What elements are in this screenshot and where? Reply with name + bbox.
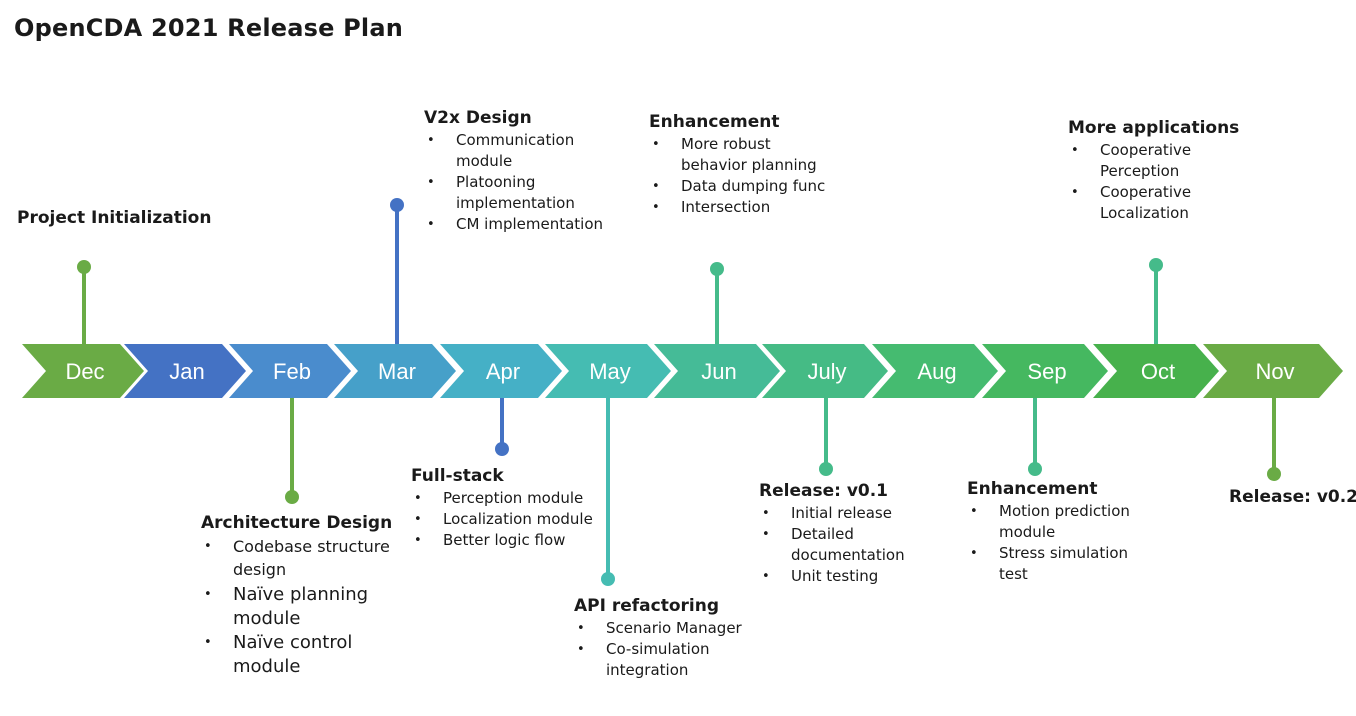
month-label-nov: Nov xyxy=(1255,359,1294,384)
month-label-aug: Aug xyxy=(917,359,956,384)
event-item: Initial release xyxy=(759,503,929,524)
event-items: Cooperative Perception Cooperative Local… xyxy=(1068,140,1258,224)
chevron-oct xyxy=(1093,344,1219,398)
event-item: Platooning implementation xyxy=(424,172,624,214)
chevron-apr xyxy=(440,344,562,398)
event-title: API refactoring xyxy=(574,596,720,616)
month-label-jan: Jan xyxy=(169,359,204,384)
month-label-oct: Oct xyxy=(1141,359,1175,384)
event-enhancement-sep: Enhancement Motion prediction module Str… xyxy=(967,479,1152,585)
month-label-sep: Sep xyxy=(1027,359,1066,384)
event-item: Scenario Manager xyxy=(574,618,754,639)
event-items: More robust behavior planning Data dumpi… xyxy=(649,134,839,218)
stem-jul-dot xyxy=(819,462,833,476)
stem-jun-dot xyxy=(710,262,724,276)
event-item: Naïve control module xyxy=(201,631,401,679)
event-full-stack: Full-stack Perception module Localizatio… xyxy=(411,466,621,551)
stem-feb-dot xyxy=(285,490,299,504)
chevron-nov xyxy=(1203,344,1343,398)
event-item: Co-simulation integration xyxy=(574,639,754,681)
event-item: Codebase structure design xyxy=(201,535,401,581)
month-label-apr: Apr xyxy=(486,359,520,384)
event-items: Scenario Manager Co-simulation integrati… xyxy=(574,618,754,681)
event-title: Release: v0.1 xyxy=(759,481,889,501)
page-title: OpenCDA 2021 Release Plan xyxy=(14,14,404,42)
event-title: Release: v0.2 xyxy=(1229,487,1356,507)
chevron-jun xyxy=(654,344,780,398)
event-title: Architecture Design xyxy=(201,513,393,533)
event-release-v02: Release: v0.2 xyxy=(1229,487,1356,509)
event-item: Localization module xyxy=(411,509,621,530)
chevron-jan xyxy=(124,344,246,398)
chevron-feb xyxy=(229,344,351,398)
event-item: Cooperative Perception xyxy=(1068,140,1258,182)
event-item: Communication module xyxy=(424,130,624,172)
event-items: Initial release Detailed documentation U… xyxy=(759,503,929,587)
event-architecture-design: Architecture Design Codebase structure d… xyxy=(201,513,401,679)
stem-may-dot xyxy=(601,572,615,586)
event-item: Stress simulation test xyxy=(967,543,1152,585)
event-item: Naïve planning module xyxy=(201,583,401,631)
stem-apr-dot xyxy=(495,442,509,456)
event-item: Cooperative Localization xyxy=(1068,182,1258,224)
event-item: Data dumping func xyxy=(649,176,839,197)
stem-oct-dot xyxy=(1149,258,1163,272)
event-title: Project Initialization xyxy=(17,208,212,228)
event-items: Motion prediction module Stress simulati… xyxy=(967,501,1152,585)
event-item: Intersection xyxy=(649,197,839,218)
event-item: More robust behavior planning xyxy=(649,134,839,176)
event-title: Enhancement xyxy=(649,112,780,132)
event-title: Enhancement xyxy=(967,479,1098,499)
event-title: V2x Design xyxy=(424,108,532,128)
month-label-dec: Dec xyxy=(65,359,104,384)
month-label-feb: Feb xyxy=(273,359,311,384)
month-label-july: July xyxy=(807,359,846,384)
stem-dec-dot xyxy=(77,260,91,274)
chevron-dec xyxy=(22,344,144,398)
chevron-sep xyxy=(982,344,1108,398)
stem-nov-dot xyxy=(1267,467,1281,481)
stem-mar-dot xyxy=(390,198,404,212)
event-item: Motion prediction module xyxy=(967,501,1152,543)
month-chevrons: Dec Jan Feb Mar Apr May Jun July Aug Sep Oct Nov xyxy=(22,344,1343,398)
event-items: Perception module Localization module Be… xyxy=(411,488,621,551)
month-label-jun: Jun xyxy=(701,359,736,384)
event-title: More applications xyxy=(1068,118,1240,138)
event-item: CM implementation xyxy=(424,214,624,235)
chevron-aug xyxy=(872,344,998,398)
event-item: Better logic flow xyxy=(411,530,621,551)
chevron-mar xyxy=(334,344,456,398)
event-project-initialization: Project Initialization xyxy=(17,208,211,230)
event-title: Full-stack xyxy=(411,466,504,486)
event-v2x-design: V2x Design Communication module Platooni… xyxy=(424,108,624,235)
event-item: Unit testing xyxy=(759,566,929,587)
chevron-may xyxy=(545,344,671,398)
chevron-july xyxy=(762,344,888,398)
event-more-applications: More applications Cooperative Perception… xyxy=(1068,118,1258,224)
event-items: Codebase structure design Naïve planning… xyxy=(201,535,401,679)
event-enhancement-jun: Enhancement More robust behavior plannin… xyxy=(649,112,839,218)
month-label-mar: Mar xyxy=(378,359,416,384)
event-item: Perception module xyxy=(411,488,621,509)
event-api-refactoring: API refactoring Scenario Manager Co-simu… xyxy=(574,596,754,681)
month-label-may: May xyxy=(589,359,631,384)
connectors xyxy=(77,198,1281,586)
event-items: Communication module Platooning implemen… xyxy=(424,130,624,235)
event-release-v01: Release: v0.1 Initial release Detailed d… xyxy=(759,481,929,587)
event-item: Detailed documentation xyxy=(759,524,929,566)
stem-sep-dot xyxy=(1028,462,1042,476)
